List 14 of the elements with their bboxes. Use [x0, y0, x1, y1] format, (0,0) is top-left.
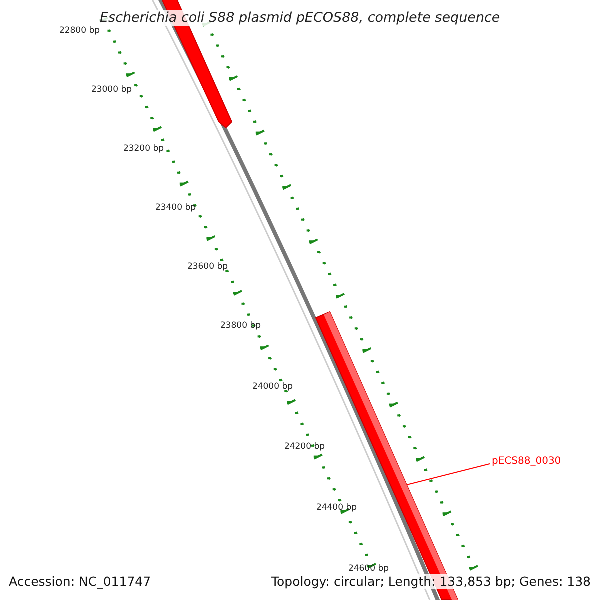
tick-label: 24400 bp [316, 503, 357, 513]
tick-label: 22800 bp [59, 26, 100, 36]
leader-line [406, 464, 490, 486]
tick-label: 23000 bp [91, 85, 132, 95]
summary-text: Topology: circular; Length: 133,853 bp; Genes: 138 [272, 574, 591, 589]
tick-label: 23400 bp [155, 203, 196, 213]
tick-label: 24000 bp [252, 382, 293, 392]
gene-label: pECS88_0030 [492, 456, 562, 467]
tick-label: 24200 bp [284, 442, 325, 452]
accession-text: Accession: NC_011747 [9, 574, 152, 589]
tick-label: 23600 bp [187, 262, 228, 272]
tick-label: 23800 bp [220, 321, 261, 331]
tick-label: 24600 bp [348, 564, 389, 574]
tick-label: 23200 bp [123, 144, 164, 154]
